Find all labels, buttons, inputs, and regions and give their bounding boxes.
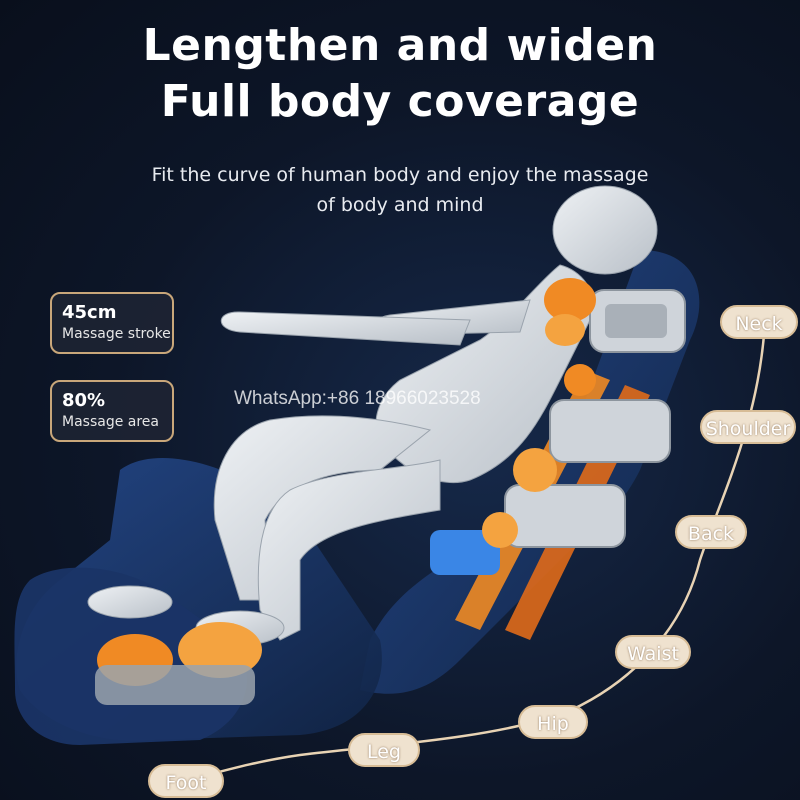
zone-tag-hip: Hip: [518, 705, 588, 739]
human-figure: [87, 185, 658, 646]
back-roller-track: [430, 364, 671, 640]
subheadline-line-2: of body and mind: [316, 194, 484, 216]
zone-tag-foot: Foot: [148, 764, 224, 798]
headline: Lengthen and widen Full body coverage: [0, 18, 800, 130]
zone-tag-shoulder: Shoulder: [700, 410, 796, 444]
zone-tag-leg: Leg: [348, 733, 420, 767]
zone-tag-neck: Neck: [720, 305, 798, 339]
stat-value: 45cm: [62, 302, 117, 323]
headline-line-2: Full body coverage: [160, 76, 640, 127]
subheadline-line-1: Fit the curve of human body and enjoy th…: [151, 164, 649, 186]
headline-line-1: Lengthen and widen: [142, 20, 658, 71]
stat-label: Massage area: [62, 414, 159, 430]
zone-tag-back: Back: [675, 515, 747, 549]
neck-roller-module: [544, 278, 686, 353]
stat-massage-stroke: 45cm Massage stroke: [50, 292, 174, 354]
subheadline: Fit the curve of human body and enjoy th…: [90, 160, 710, 220]
watermark-text: WhatsApp:+86 18966023528: [234, 388, 481, 409]
zone-tag-waist: Waist: [615, 635, 691, 669]
stat-label: Massage stroke: [62, 326, 171, 342]
foot-roller-module: [95, 622, 262, 705]
stat-massage-area: 80% Massage area: [50, 380, 174, 442]
stat-value: 80%: [62, 390, 106, 411]
